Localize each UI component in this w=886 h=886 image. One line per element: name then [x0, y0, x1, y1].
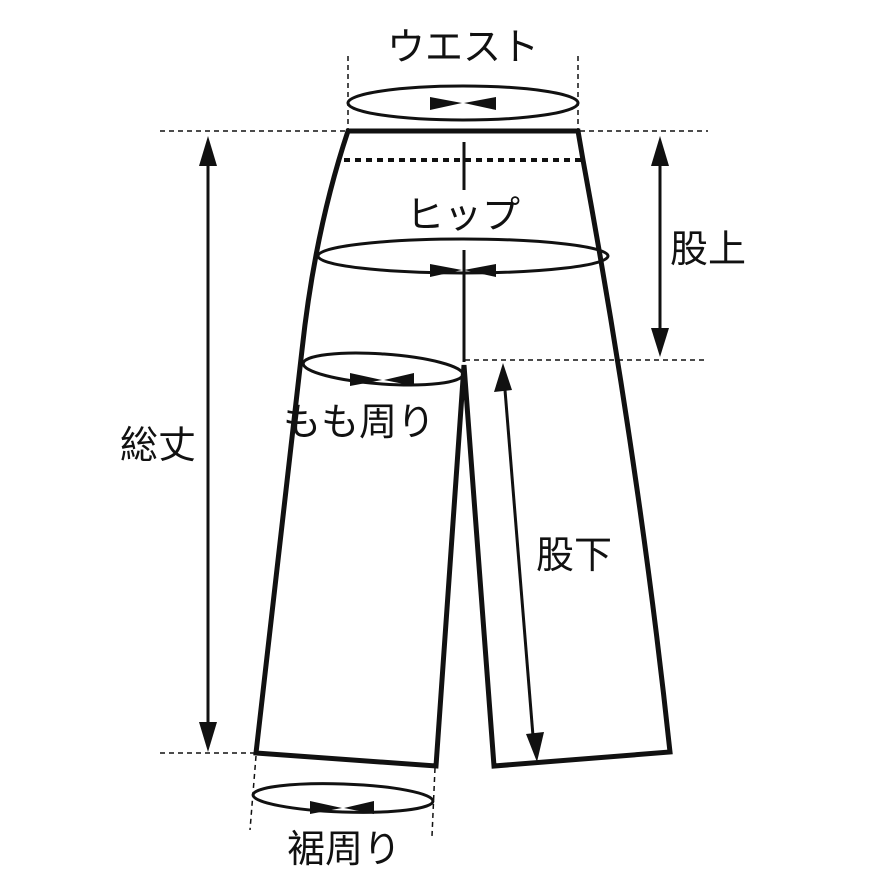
inseam-arrow [494, 363, 544, 762]
hip-label: ヒップ [406, 193, 520, 237]
rise-label: 股上 [670, 227, 746, 271]
thigh-label: もも周り [283, 400, 435, 444]
total-length-label: 総丈 [120, 423, 196, 467]
arrow-head-left [464, 264, 496, 277]
arrow-head-left [464, 97, 496, 110]
arrow-head-right [430, 264, 462, 277]
rise-arrow [651, 136, 669, 357]
hip-measure [316, 237, 610, 277]
arrow-head-left [344, 801, 374, 814]
pants-outline [253, 128, 673, 769]
dashed-guide-lines [160, 56, 708, 837]
arrow-head-right [350, 373, 382, 386]
thigh-measure [301, 351, 465, 387]
hem-measure [251, 782, 435, 814]
arrow-head-right [310, 801, 342, 814]
hem-label: 裾周り [287, 827, 401, 871]
arrow-head-left [384, 373, 414, 386]
waist-label: ウエスト [387, 25, 539, 69]
total-length-arrow [199, 136, 217, 752]
arrow-head-right [430, 97, 462, 110]
inseam-label: 股下 [536, 533, 612, 577]
waist-measure [346, 84, 580, 122]
